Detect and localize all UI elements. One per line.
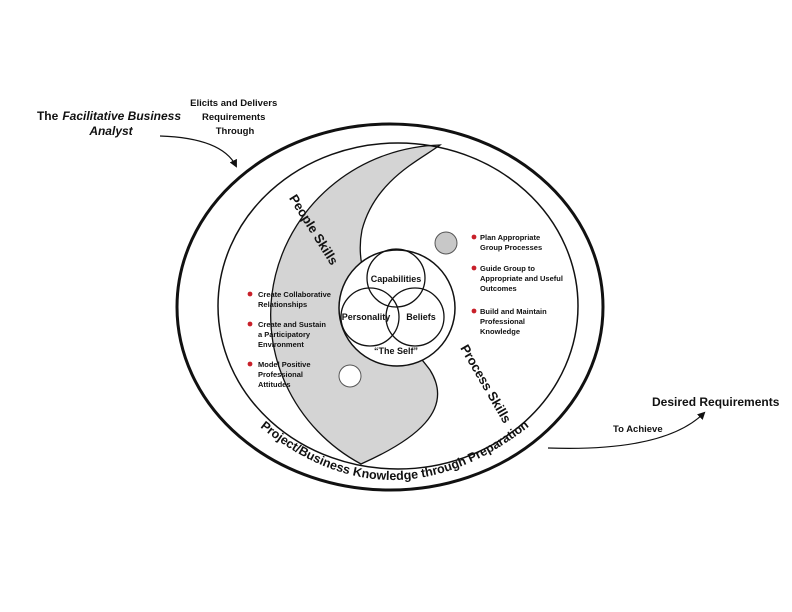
process-dot-grey	[434, 231, 458, 255]
people-item-3: Model Positive Professional Attitudes	[258, 360, 313, 389]
people-dot-white	[338, 364, 362, 388]
people-skills-list: Create Collaborative Relationships Creat…	[247, 290, 333, 389]
process-item-1: Plan Appropriate Group Processes	[480, 233, 542, 252]
capabilities-circle	[366, 248, 426, 308]
achieve-arrow	[547, 411, 706, 449]
bullet	[471, 308, 477, 314]
beliefs-circle	[385, 287, 445, 347]
inner-circle-outline	[217, 142, 579, 470]
process-item-3: Build and Maintain Professional Knowledg…	[480, 307, 549, 336]
personality-circle	[340, 287, 400, 347]
elicits-label: Elicits and Delivers Requirements Throug…	[190, 98, 280, 137]
the-self-group: Capabilities Personality Beliefs “The Se…	[338, 248, 456, 367]
title-line-2: Analyst	[88, 124, 133, 138]
bullet	[247, 321, 253, 327]
process-skills-list: Plan Appropriate Group Processes Guide G…	[471, 233, 565, 336]
to-achieve-label: To Achieve	[613, 424, 663, 435]
process-item-2: Guide Group to Appropriate and Useful Ou…	[480, 264, 565, 293]
capabilities-label: Capabilities	[371, 274, 422, 284]
bullet	[247, 361, 253, 367]
desired-requirements-label: Desired Requirements	[652, 395, 780, 409]
people-item-2: Create and Sustain a Participatory Envir…	[258, 320, 328, 349]
beliefs-label: Beliefs	[406, 312, 436, 322]
bullet	[471, 265, 477, 271]
elicits-arrow	[159, 135, 237, 168]
people-item-1: Create Collaborative Relationships	[258, 290, 333, 309]
bullet	[471, 234, 477, 240]
the-self-label: “The Self”	[374, 346, 418, 356]
personality-label: Personality	[342, 312, 391, 322]
bullet	[247, 291, 253, 297]
